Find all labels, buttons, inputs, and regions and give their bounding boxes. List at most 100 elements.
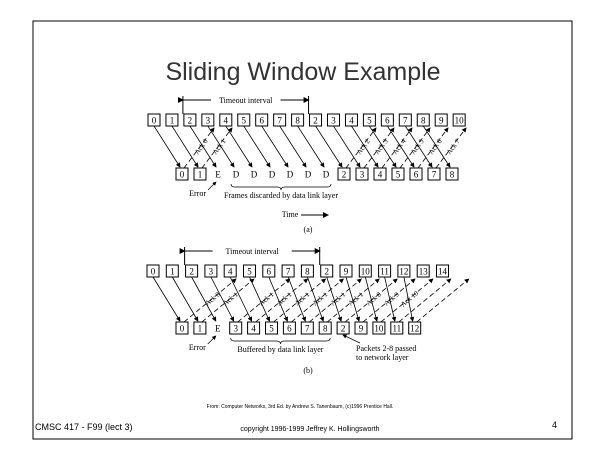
timeout-label: Timeout interval <box>226 247 280 256</box>
ack-label: Ack 1 <box>275 290 294 307</box>
ack-label: Ack 9 <box>383 290 402 307</box>
sent-frame-label: 1 <box>170 267 175 277</box>
frame-transmission-arrow <box>345 276 361 322</box>
received-frame-label: 1 <box>198 324 203 334</box>
received-frame-box <box>318 321 332 335</box>
received-frame-box <box>300 321 314 335</box>
course-label: CMSC 417 - F99 (lect 3) <box>35 422 133 432</box>
sent-frame-label: 4 <box>228 267 233 277</box>
error-marker: E <box>215 170 221 180</box>
discarded-marker: D <box>323 170 330 180</box>
sent-frame-label: 8 <box>421 116 426 126</box>
page-number: 4 <box>552 420 557 430</box>
ack-arrow <box>398 278 452 323</box>
time-label: Time <box>282 210 299 219</box>
frame-transmission-arrow <box>207 125 235 168</box>
sent-frame-box <box>434 113 448 127</box>
frame-transmission-arrow <box>333 125 361 168</box>
received-frame-label: 8 <box>323 324 328 334</box>
received-frame-label: 4 <box>378 170 383 180</box>
frame-transmission-arrow <box>315 125 343 168</box>
sent-frame-label: 12 <box>399 267 408 277</box>
sent-frame-label: 0 <box>151 267 156 277</box>
ack-label: Ack 1 <box>293 290 312 307</box>
received-frame-box <box>445 167 459 181</box>
sent-frame-label: 7 <box>403 116 408 126</box>
sent-frame-label: 10 <box>361 267 371 277</box>
frame-transmission-arrow <box>189 125 217 168</box>
ack-arrow <box>309 278 362 323</box>
error-label: Error <box>189 189 206 198</box>
sent-frame-label: 7 <box>277 116 282 126</box>
sent-frame-box <box>436 264 449 278</box>
frame-transmission-arrow <box>351 125 379 168</box>
ack-label: Ack 1 <box>347 290 366 307</box>
frame-transmission-arrow <box>364 276 379 322</box>
sent-frame-box <box>452 113 466 127</box>
received-frame-box <box>354 321 368 335</box>
sent-frame-label: 1 <box>170 116 175 126</box>
frame-transmission-arrow <box>297 125 325 168</box>
received-frame-label: 9 <box>359 324 364 334</box>
sent-frame-label: 9 <box>344 267 349 277</box>
sent-frame-label: 5 <box>242 116 247 126</box>
received-frame-label: 3 <box>233 324 238 334</box>
frame-transmission-arrow <box>153 125 181 168</box>
sent-frame-label: 2 <box>324 267 329 277</box>
received-frame-label: 4 <box>251 324 256 334</box>
received-frame-box <box>408 321 422 335</box>
frame-transmission-arrow <box>287 276 307 322</box>
slide-title: Sliding Window Example <box>165 58 440 86</box>
frame-transmission-arrow <box>171 125 199 168</box>
frame-transmission-arrow <box>229 276 253 322</box>
frame-transmission-arrow <box>243 125 271 168</box>
received-frame-label: 6 <box>287 324 292 334</box>
received-frame-box <box>391 167 405 181</box>
sent-frame-label: 2 <box>189 267 194 277</box>
ack-arrow <box>183 127 215 169</box>
received-frame-box <box>427 167 441 181</box>
frame-transmission-arrow <box>152 276 181 322</box>
frame-transmission-arrow <box>422 125 451 168</box>
received-frame-label: 2 <box>341 324 346 334</box>
ack-arrow <box>201 278 255 323</box>
ack-arrow <box>183 278 237 323</box>
frame-transmission-arrow <box>369 125 397 168</box>
sent-frame-label: 4 <box>349 116 354 126</box>
figure-caption: (b) <box>303 366 313 375</box>
sent-frame-label: 2 <box>313 116 318 126</box>
ack-arrow <box>417 127 449 169</box>
received-frame-label: 1 <box>198 170 203 180</box>
received-frame-box <box>337 167 351 181</box>
passed-pointer-arrow <box>342 334 361 344</box>
received-frame-label: 5 <box>269 324 274 334</box>
sent-frame-label: 3 <box>206 116 211 126</box>
received-frame-label: 0 <box>180 324 185 334</box>
frame-transmission-arrow <box>384 276 397 322</box>
frame-transmission-arrow <box>268 276 289 322</box>
frame-transmission-arrow <box>279 125 307 168</box>
bracket <box>230 337 331 345</box>
ack-arrow <box>380 278 434 323</box>
ack-arrow <box>201 127 233 169</box>
sent-frame-label: 5 <box>367 116 372 126</box>
slide-border <box>32 20 573 440</box>
discarded-marker: D <box>287 170 294 180</box>
received-frame-label: 2 <box>342 170 347 180</box>
sent-frame-label: 6 <box>385 116 390 126</box>
sent-frame-label: 11 <box>380 267 389 277</box>
sent-frame-label: 10 <box>455 116 465 126</box>
received-frame-box <box>355 167 369 181</box>
received-frame-box <box>409 167 423 181</box>
sent-frame-label: 13 <box>419 267 429 277</box>
discarded-marker: D <box>233 170 240 180</box>
bracket-label: Frames discarded by data link layer <box>224 191 338 200</box>
ack-arrow <box>273 278 327 323</box>
received-frame-box <box>282 321 296 335</box>
frame-transmission-arrow <box>225 125 253 168</box>
sent-frame-box <box>416 264 430 278</box>
received-frame-label: 6 <box>414 170 419 180</box>
ack-arrow <box>381 127 413 169</box>
